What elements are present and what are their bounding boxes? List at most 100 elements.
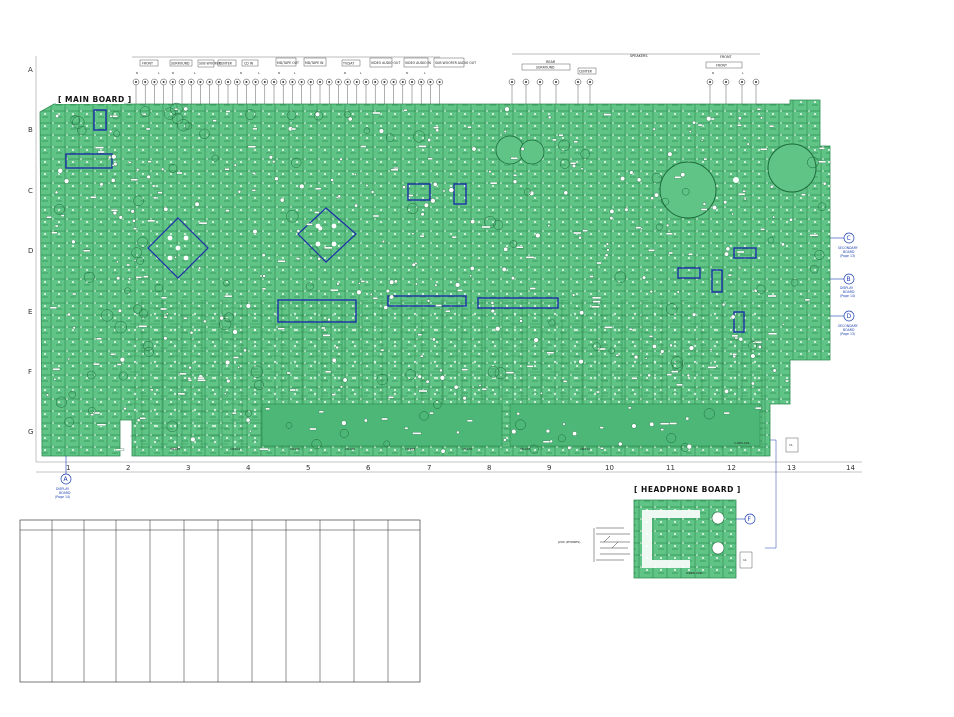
component-pad [435, 304, 442, 307]
terminal [427, 78, 434, 112]
component-pad [130, 178, 139, 181]
component-pad [647, 373, 652, 378]
component-pad [110, 209, 118, 212]
component-pad [115, 448, 125, 451]
component-pad [247, 145, 257, 148]
component-pad [520, 147, 525, 151]
component-pad [212, 119, 217, 122]
component-pad [72, 326, 76, 330]
component-pad [224, 294, 233, 298]
component-pad [198, 266, 202, 270]
speakers-label: SPEAKERS [630, 54, 648, 58]
component-pad [90, 196, 97, 199]
component-pad [393, 279, 398, 284]
component-pad [142, 113, 147, 116]
speakers-header: SPEAKERS REAR SURROUND CENTER FRONT FRON… [512, 53, 760, 75]
component-pad [116, 276, 121, 281]
bottom-connector-label: CN103 [170, 447, 180, 451]
ext-letter: A [64, 476, 69, 483]
component-pad [93, 362, 100, 366]
component-pad [116, 363, 122, 366]
terminal [371, 78, 379, 112]
component-pad [804, 298, 811, 302]
ext-connection-f[interactable]: F [736, 513, 756, 525]
component-pad [801, 193, 806, 196]
component-pad [558, 134, 564, 137]
column-numbers: 1 2 3 4 5 6 7 8 9 10 11 12 13 14 [66, 464, 855, 472]
component-pad [730, 314, 736, 320]
terminal [574, 78, 582, 112]
ic-pad [175, 245, 181, 251]
component-pad [174, 255, 177, 259]
bottom-connector-label: CN110 [580, 447, 590, 451]
ext-letter: B [847, 276, 851, 283]
channel-mark: R [406, 71, 408, 75]
component-pad [370, 190, 375, 194]
ext-connection-d[interactable]: D SECONDARY BOARD (Page 13) [830, 310, 858, 336]
component-pad [163, 107, 176, 120]
ic-pad [331, 223, 337, 229]
component-pad [224, 312, 234, 323]
component-pad [265, 407, 270, 411]
component-pad [723, 200, 728, 205]
component-pad [814, 249, 825, 260]
component-pad [606, 248, 610, 252]
component-pad [608, 347, 616, 355]
speaker-rear-group: SURROUND [536, 66, 555, 70]
component-pad [615, 354, 620, 357]
component-pad [599, 426, 604, 429]
component-pad [110, 353, 116, 356]
component-pad [145, 127, 151, 131]
connector-label: CENTER [219, 62, 233, 66]
parts-table [19, 519, 421, 683]
component-pad [469, 266, 475, 271]
component-pad [505, 371, 515, 374]
channel-mark: L [360, 71, 362, 75]
component-pad [111, 154, 117, 160]
component-pad [493, 220, 504, 230]
component-pad [756, 284, 766, 294]
component-pad [389, 279, 395, 285]
component-pad [67, 357, 71, 361]
connector-label: VIDEO AUDIO IN [405, 61, 431, 65]
component-pad [136, 418, 141, 423]
component-pad [734, 336, 738, 340]
component-pad [261, 253, 266, 258]
component-pad [648, 335, 653, 338]
component-pad [633, 354, 639, 360]
component-pad [183, 106, 188, 112]
ext-connection-a[interactable]: A DISPLAY BOARD (Page 14) [55, 456, 72, 499]
component-pad [252, 229, 258, 235]
component-pad [572, 163, 577, 168]
component-pad [358, 282, 361, 285]
component-pad [311, 439, 322, 450]
component-pad [363, 418, 368, 423]
component-pad [557, 434, 566, 443]
component-pad [562, 422, 566, 426]
component-pad [223, 392, 227, 396]
component-pad [650, 196, 655, 200]
component-pad [504, 106, 510, 112]
component-pad [72, 292, 77, 296]
component-pad [133, 227, 138, 230]
component-pad [314, 211, 320, 214]
ext-connection-c[interactable]: C SECONDARY BOARD (Page 13) [830, 232, 858, 258]
component-pad [645, 357, 648, 360]
component-pad [573, 140, 578, 143]
component-pad [286, 110, 297, 121]
component-pad [670, 356, 684, 369]
component-pad [455, 282, 461, 288]
component-pad [489, 181, 498, 185]
component-pad [732, 353, 738, 356]
component-pad [194, 201, 200, 207]
channel-mark: L [424, 71, 426, 75]
component-pad [128, 277, 132, 281]
component-pad [674, 176, 682, 179]
component-pad [363, 127, 371, 134]
component-pad [642, 275, 647, 280]
component-pad [46, 216, 52, 219]
component-pad [341, 420, 347, 426]
speaker-front-mark: R [712, 71, 714, 75]
component-pad [723, 411, 730, 415]
ext-connection-b[interactable]: B DISPLAY BOARD (Page 14) [830, 273, 855, 298]
